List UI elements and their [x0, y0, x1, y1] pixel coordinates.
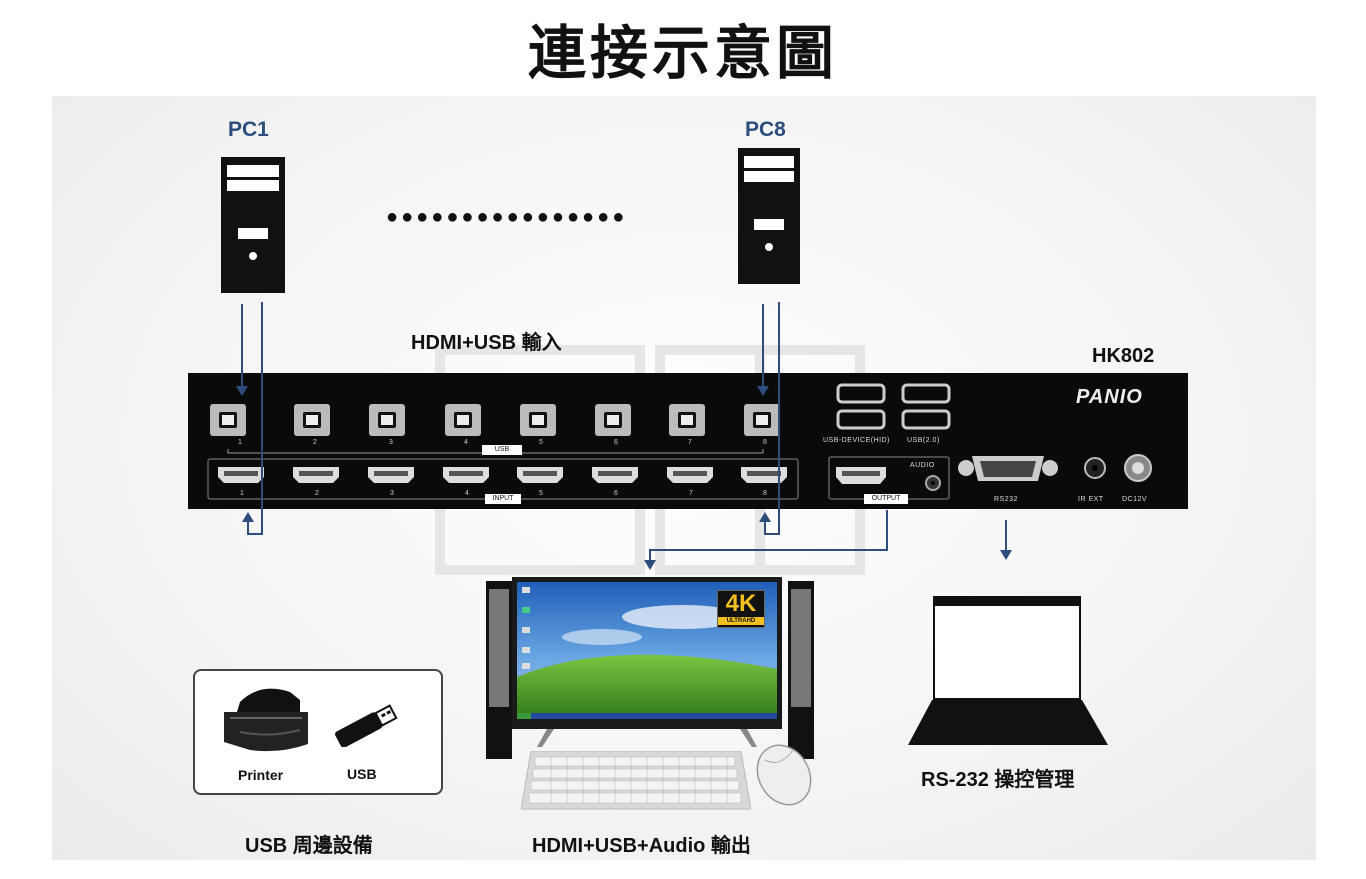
pc1-tower-icon: [221, 157, 285, 293]
laptop-icon: [908, 596, 1108, 745]
dc-label: DC12V: [1122, 496, 1148, 503]
hdmi-port-num: 7: [689, 490, 693, 497]
4k-badge-big: 4K: [725, 590, 757, 617]
hdmi-port-num: 1: [240, 490, 244, 497]
usb-port-num: 6: [614, 439, 618, 446]
hdmi-port-num: 3: [390, 490, 394, 497]
hdmi-output-port: [836, 467, 886, 484]
output-caption: HDMI+USB+Audio 輸出: [532, 835, 751, 857]
hdmi-port-num: 5: [539, 490, 543, 497]
irext-label: IR EXT: [1078, 496, 1104, 503]
hdmi-port-num: 2: [315, 490, 319, 497]
usb-port-num: 8: [763, 439, 767, 446]
usb2-label: USB(2.0): [907, 437, 940, 444]
usb-stick-icon: [335, 704, 398, 747]
usb-a-ports: [836, 383, 951, 430]
4k-badge: 4K ULTRAHD: [717, 590, 765, 628]
hdmi-port-num: 6: [614, 490, 618, 497]
usb-group-label: USB: [482, 445, 522, 455]
usb-port-num: 3: [389, 439, 393, 446]
audio-label: AUDIO: [910, 462, 935, 469]
rs232-port: [958, 456, 1058, 481]
4k-badge-small: ULTRAHD: [718, 617, 764, 625]
brand-logo: PANIO: [1076, 386, 1143, 408]
usb-peripherals-caption: USB 周邊設備: [245, 835, 373, 857]
usb-port-num: 2: [313, 439, 317, 446]
page-title: 連接示意圖: [527, 19, 838, 87]
pc8-tower-icon: [738, 148, 800, 284]
usb-port-num: 5: [539, 439, 543, 446]
usb-device-label: USB-DEVICE(HID): [823, 437, 891, 444]
output-group-label: OUTPUT: [864, 494, 908, 504]
printer-icon: [224, 688, 308, 752]
printer-label: Printer: [238, 767, 284, 783]
usb-label: USB: [347, 766, 377, 782]
input-label: HDMI+USB 輸入: [411, 332, 562, 354]
speaker-left-icon: [486, 581, 512, 759]
usb-port-num: 4: [464, 439, 468, 446]
speaker-right-icon: [788, 581, 814, 759]
pc1-label: PC1: [228, 118, 269, 141]
rs232-port-label: RS232: [994, 496, 1018, 503]
pc8-label: PC8: [745, 118, 786, 141]
rs232-caption: RS-232 操控管理: [921, 769, 1075, 791]
hdmi-port-num: 8: [763, 490, 767, 497]
model-label: HK802: [1092, 345, 1155, 367]
mouse-icon: [756, 744, 812, 806]
input-group-label: INPUT: [485, 494, 521, 504]
hdmi-port-num: 4: [465, 490, 469, 497]
usb-port-num: 1: [238, 439, 242, 446]
ellipsis-dots: ●●●●●●●●●●●●●●●●: [386, 206, 628, 228]
usb-port-num: 7: [688, 439, 692, 446]
keyboard-icon: [521, 751, 751, 810]
